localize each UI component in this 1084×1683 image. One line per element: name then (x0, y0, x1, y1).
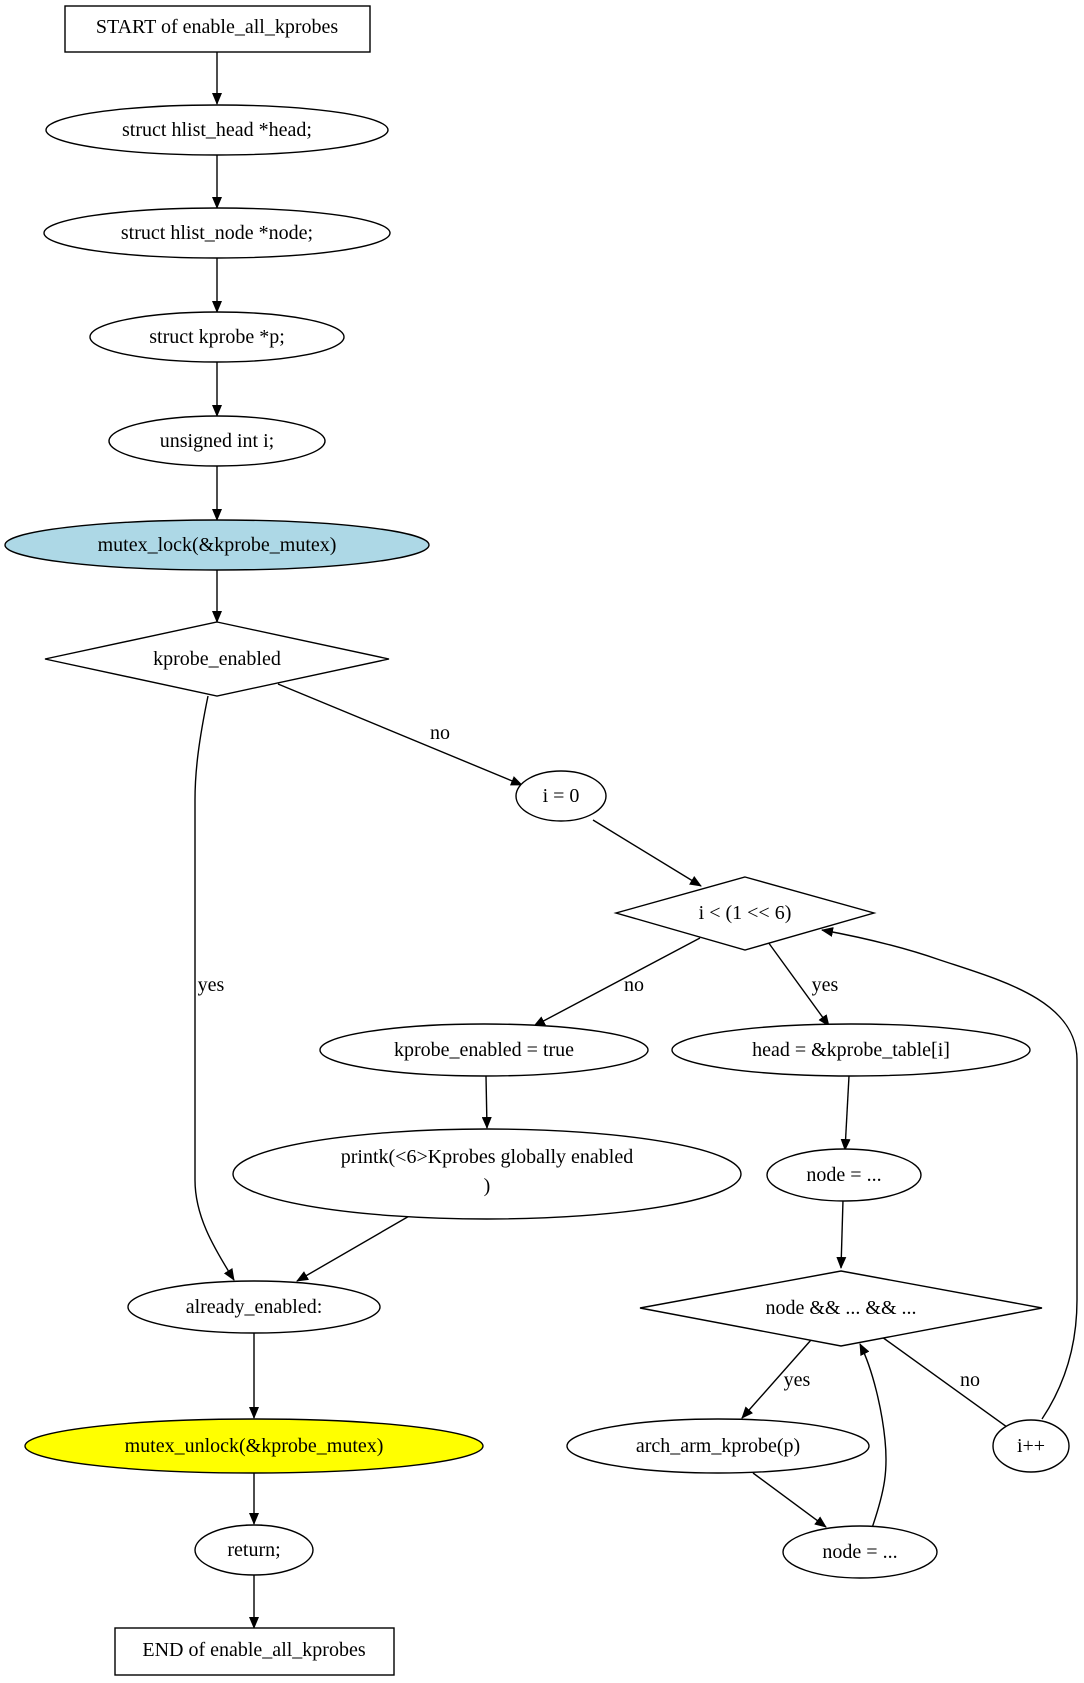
edges (194, 52, 1078, 1629)
node-return: return; (194, 1524, 314, 1576)
edge-check-no (277, 683, 523, 786)
i-inc-label: i++ (1017, 1435, 1045, 1457)
label-inner-yes: yes (784, 1369, 811, 1391)
loop-cond-diamond (613, 876, 877, 951)
node-i-init: i = 0 (515, 770, 607, 822)
node-node-decl: struct hlist_node *node; (43, 207, 391, 259)
arch-arm-ellipse (566, 1418, 870, 1474)
node-start: START of enable_all_kprobes (64, 5, 371, 53)
node-node-assign-2: node = ... (782, 1525, 938, 1579)
p-decl-label: struct kprobe *p; (149, 326, 285, 348)
mutex-unlock-ellipse (24, 1418, 484, 1474)
edge-node-assign-to-inner (836, 1199, 847, 1269)
edge-node-assign-back-to-inner (859, 1343, 887, 1529)
node-loop-cond: i < (1 << 6) (613, 876, 877, 951)
node-already-enabled: already_enabled: (127, 1280, 381, 1334)
head-assign-ellipse (671, 1023, 1031, 1077)
set-enabled-label: kprobe_enabled = true (394, 1039, 574, 1061)
edge-inner-yes (741, 1339, 812, 1419)
end-label: END of enable_all_kprobes (142, 1639, 365, 1661)
mutex-lock-label: mutex_lock(&kprobe_mutex) (98, 534, 337, 556)
printk-ellipse (232, 1128, 742, 1220)
mutex-unlock-label: mutex_unlock(&kprobe_mutex) (125, 1435, 384, 1457)
head-decl-label: struct hlist_head *head; (122, 119, 312, 141)
edge-set-enabled-to-printk (481, 1075, 492, 1129)
node-end: END of enable_all_kprobes (114, 1627, 395, 1676)
edge-labels: no yes no yes yes no (198, 722, 980, 1391)
edge-loop-yes (767, 941, 830, 1027)
label-loop-yes: yes (812, 974, 839, 996)
already-enabled-ellipse (127, 1280, 381, 1334)
edge-printk-to-already (296, 1214, 412, 1282)
label-inner-no: no (960, 1369, 980, 1391)
printk-label-line1: printk(<6>Kprobes globally enabled (341, 1146, 634, 1168)
node-mutex-lock: mutex_lock(&kprobe_mutex) (4, 519, 430, 571)
node-inner-cond: node && ... && ... (639, 1270, 1043, 1347)
printk-label-line2: ) (484, 1175, 491, 1197)
node-kprobe-enabled-check: kprobe_enabled (44, 621, 390, 697)
edge-arch-arm-to-node-assign (752, 1472, 827, 1528)
loop-cond-label: i < (1 << 6) (699, 902, 792, 924)
label-loop-no: no (624, 974, 644, 996)
i-init-ellipse (515, 770, 607, 822)
node-p-decl: struct kprobe *p; (89, 311, 345, 363)
arch-arm-label: arch_arm_kprobe(p) (636, 1435, 800, 1457)
p-decl-ellipse (89, 311, 345, 363)
inner-cond-diamond (639, 1270, 1043, 1347)
node-i-decl: unsigned int i; (108, 415, 326, 467)
i-decl-label: unsigned int i; (160, 430, 274, 452)
node-mutex-unlock: mutex_unlock(&kprobe_mutex) (24, 1418, 484, 1474)
label-enabled-yes: yes (198, 974, 225, 996)
node-set-enabled: kprobe_enabled = true (319, 1023, 649, 1077)
start-label: START of enable_all_kprobes (96, 16, 339, 38)
end-box (114, 1627, 395, 1676)
node-assign-1-label: node = ... (806, 1164, 881, 1186)
node-head-decl: struct hlist_head *head; (45, 104, 389, 156)
i-init-label: i = 0 (543, 785, 580, 807)
edge-loop-no (533, 937, 701, 1027)
node-decl-label: struct hlist_node *node; (121, 222, 313, 244)
mutex-lock-ellipse (4, 519, 430, 571)
return-label: return; (227, 1539, 280, 1561)
node-i-inc: i++ (992, 1419, 1070, 1473)
node-node-assign-1: node = ... (766, 1148, 922, 1202)
node-arch-arm: arch_arm_kprobe(p) (566, 1418, 870, 1474)
node-assign-1-ellipse (766, 1148, 922, 1202)
head-decl-ellipse (45, 104, 389, 156)
edge-inner-no (881, 1336, 1019, 1436)
edge-head-assign-to-node-assign (840, 1075, 851, 1151)
node-assign-2-ellipse (782, 1525, 938, 1579)
label-enabled-no: no (430, 722, 450, 744)
node-printk: printk(<6>Kprobes globally enabled ) (232, 1128, 742, 1220)
kprobe-enabled-diamond (44, 621, 390, 697)
set-enabled-ellipse (319, 1023, 649, 1077)
kprobe-enabled-label: kprobe_enabled (153, 648, 281, 670)
inner-cond-label: node && ... && ... (765, 1297, 916, 1319)
return-ellipse (194, 1524, 314, 1576)
edge-i-inc-back-to-loop (821, 927, 1078, 1420)
start-box (64, 5, 371, 53)
edge-check-yes (194, 695, 235, 1281)
edge-i-init-to-loop (592, 819, 702, 887)
i-inc-ellipse (992, 1419, 1070, 1473)
already-enabled-label: already_enabled: (186, 1296, 323, 1318)
head-assign-label: head = &kprobe_table[i] (752, 1039, 950, 1061)
node-decl-ellipse (43, 207, 391, 259)
node-assign-2-label: node = ... (822, 1541, 897, 1563)
node-head-assign: head = &kprobe_table[i] (671, 1023, 1031, 1077)
i-decl-ellipse (108, 415, 326, 467)
